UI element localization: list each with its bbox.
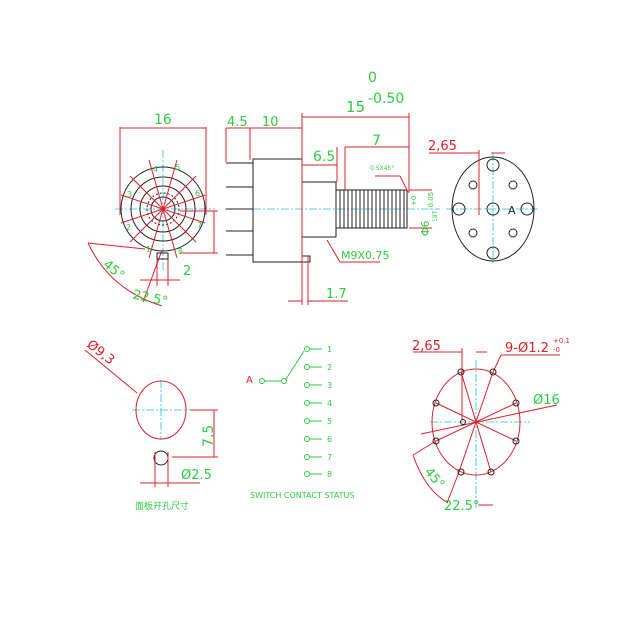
- dim-pin-length: 4.5: [227, 115, 248, 130]
- dim-hole-spacing: 7,5: [201, 425, 217, 447]
- dim-holes-tol-lower: -0: [553, 346, 560, 354]
- contact-number: 6: [195, 189, 200, 198]
- panel-cutout: Ø9,3 7,5 Ø2.5 面板开孔尺寸: [84, 337, 218, 512]
- position-label: 4: [327, 399, 332, 408]
- position-label: 8: [327, 470, 332, 479]
- dim-tab: 2: [183, 264, 191, 279]
- dim-shaft-dia-tol-upper: +0: [410, 196, 418, 206]
- position-label: 1: [327, 345, 332, 354]
- dim-angle-22-5: 22.5°: [131, 288, 169, 310]
- panel-cutout-caption: 面板开孔尺寸: [135, 500, 189, 512]
- dim-shaft-tol-upper: 0: [368, 70, 377, 86]
- contact-number: 1: [146, 245, 151, 254]
- dim-angle-45: 45°: [421, 465, 447, 492]
- rear-view: 2,65 A: [428, 139, 540, 264]
- position-label: 3: [327, 381, 332, 390]
- dim-circle-diameter: Ø16: [533, 393, 560, 408]
- thread-label: M9X0.75: [341, 249, 390, 262]
- terminal-a-label: A: [508, 204, 516, 217]
- contact-number: 5: [175, 163, 180, 172]
- pcb-layout: 2,65 9-Ø1.2 +0.1 -0 Ø16 45° 22.5°: [412, 337, 570, 514]
- dim-width: 16: [154, 112, 172, 128]
- switch-diagram: A 1 2 3 4 5 6 7 8 SWITCH CONTACT STATUS: [246, 345, 354, 500]
- dim-offset: 2,65: [428, 139, 457, 154]
- dim-offset: 2,65: [412, 339, 441, 354]
- dim-pin-hole: Ø2.5: [181, 468, 212, 483]
- dim-knurl: 7: [372, 133, 381, 149]
- position-label: 5: [327, 417, 332, 426]
- switch-caption: SWITCH CONTACT STATUS: [250, 491, 354, 500]
- dim-shaft-tol-lower: -0.50: [368, 91, 404, 107]
- dim-angle-22-5: 22.5°: [444, 499, 479, 514]
- side-view: 4.5 10 15 0 -0.50 6.5 7 0.5X45° Φ6 +0 -0…: [225, 70, 440, 305]
- front-view: 16 45° 22.5° 2 4 5 6 7 8 1 2 3: [87, 112, 218, 310]
- knurl-note: 18T: [432, 210, 439, 222]
- contact-number: 2: [126, 223, 131, 232]
- contact-number: 7: [197, 221, 202, 230]
- contact-number: 8: [178, 247, 183, 256]
- dim-flange: 1.7: [326, 287, 347, 302]
- dim-chamfer: 0.5X45°: [370, 165, 394, 172]
- dim-body-length: 10: [262, 115, 279, 130]
- dim-angle-45: 45°: [100, 257, 127, 283]
- dim-hole-diameter: Ø9,3: [84, 337, 118, 368]
- position-label: 6: [327, 435, 332, 444]
- dim-shaft-dia-tol-lower: -0.05: [427, 192, 435, 210]
- dim-shaft-total: 15: [346, 98, 365, 116]
- dim-bushing: 6.5: [313, 149, 335, 165]
- common-label: A: [246, 375, 253, 386]
- dim-holes: 9-Ø1.2: [505, 341, 549, 356]
- dim-shaft-diameter: Φ6: [419, 220, 432, 236]
- contact-number: 3: [127, 190, 132, 199]
- position-label: 7: [327, 453, 332, 462]
- dim-holes-tol-upper: +0.1: [553, 337, 570, 345]
- contact-number: 4: [153, 165, 158, 174]
- position-label: 2: [327, 363, 332, 372]
